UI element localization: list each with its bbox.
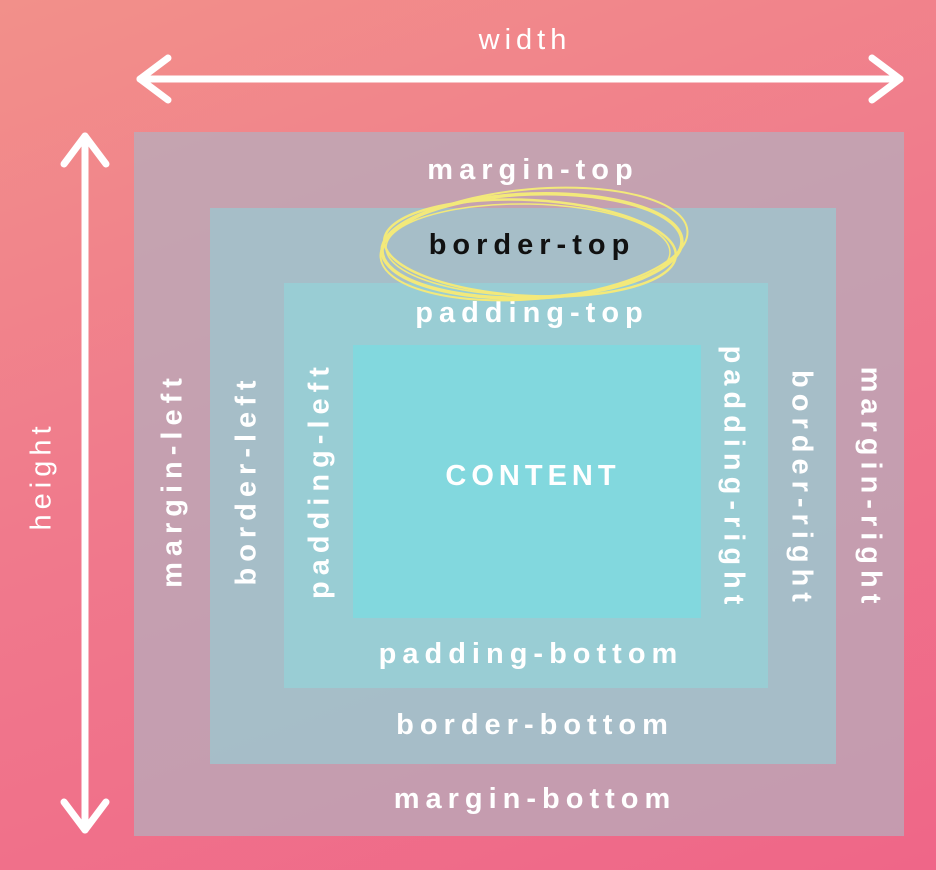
content-area <box>353 345 701 618</box>
margin-bottom-label: margin-bottom <box>393 783 677 815</box>
content-label: CONTENT <box>445 460 621 492</box>
padding-bottom-label: padding-bottom <box>378 638 684 670</box>
border-bottom-label: border-bottom <box>396 709 674 741</box>
width-label: width <box>478 24 572 56</box>
padding-top-label: padding-top <box>415 297 649 329</box>
border-top-label: border-top <box>428 229 636 261</box>
margin-top-label: margin-top <box>427 154 639 186</box>
